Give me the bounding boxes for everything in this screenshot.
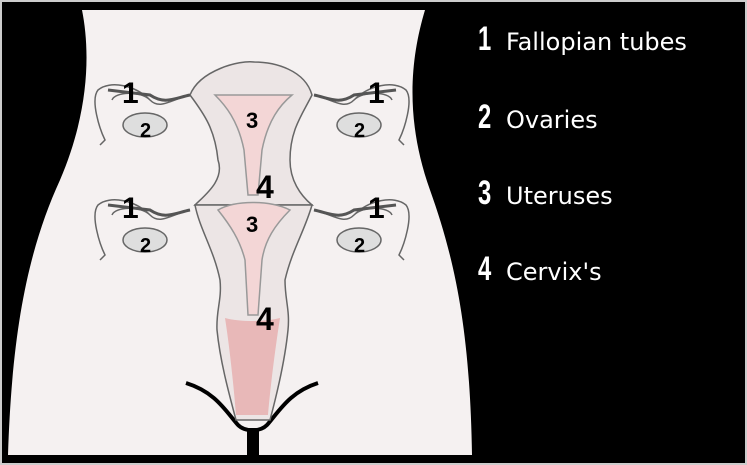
right-upper-adnexa	[313, 84, 410, 146]
label-1-lower-left: 1	[122, 192, 139, 225]
label-4-lower: 4	[256, 301, 274, 337]
legend-number: 4	[478, 250, 492, 288]
legend-item-cervix: 4 Cervix's	[478, 250, 602, 289]
left-upper-adnexa	[94, 84, 191, 146]
legend-number: 2	[478, 98, 492, 136]
left-lower-adnexa	[94, 199, 191, 261]
label-1-upper-right: 1	[368, 77, 385, 110]
legend-item-ovaries: 2 Ovaries	[478, 98, 598, 137]
label-2-lower-right: 2	[354, 235, 365, 257]
label-1-upper-left: 1	[122, 77, 139, 110]
legend-label: Cervix's	[506, 258, 602, 286]
legend-label: Ovaries	[506, 106, 598, 134]
lower-cavity	[216, 201, 292, 316]
label-2-upper-left: 2	[140, 120, 151, 142]
legend-label: Fallopian tubes	[506, 28, 687, 56]
vagina	[225, 318, 280, 415]
label-4-upper: 4	[256, 169, 274, 205]
label-2-lower-left: 2	[140, 235, 151, 257]
label-2-upper-right: 2	[354, 120, 365, 142]
pelvic-stem	[247, 428, 259, 458]
legend-number: 3	[478, 174, 492, 212]
right-lower-adnexa	[313, 199, 410, 261]
label-1-lower-right: 1	[368, 192, 385, 225]
label-3-upper: 3	[246, 108, 258, 133]
label-3-lower: 3	[246, 212, 258, 237]
legend-item-uteruses: 3 Uteruses	[478, 174, 613, 213]
upper-cavity	[213, 94, 295, 196]
legend-label: Uteruses	[506, 182, 613, 210]
legend-item-fallopian-tubes: 1 Fallopian tubes	[478, 20, 687, 59]
legend-number: 1	[478, 20, 492, 58]
